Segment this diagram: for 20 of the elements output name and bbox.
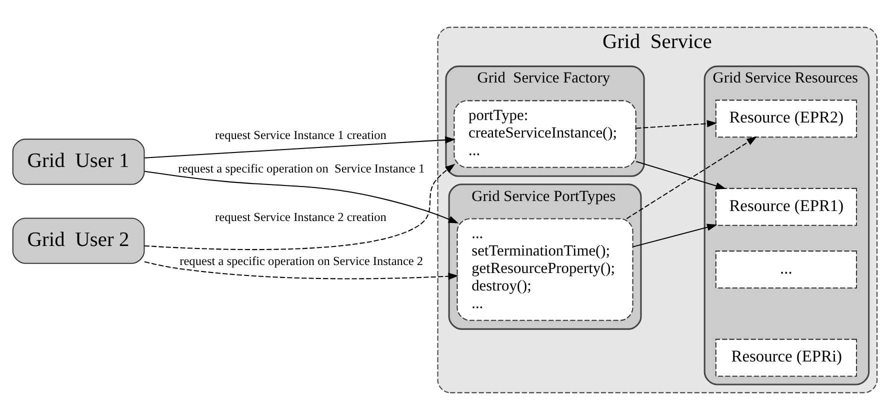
node-box: ... setTerminationTime(); getResourceProperty(); destroy(); ... <box>456 218 634 320</box>
arrow <box>144 163 456 250</box>
node-box: ... <box>715 250 858 288</box>
node-box: Resource (EPRi) <box>715 338 858 376</box>
arrow <box>144 136 456 158</box>
arrow <box>632 223 718 247</box>
arrow <box>626 136 758 219</box>
arrow <box>636 120 718 128</box>
edge-label: request a specific operation on Service Instance 1 <box>178 161 425 176</box>
arrow <box>144 260 459 280</box>
edge-label: request a specific operation on Service Instance 2 <box>180 254 424 268</box>
arrow <box>636 160 726 189</box>
node-box: portType: createServiceInstance(); ... <box>454 100 636 168</box>
node-box: Grid User 1 <box>12 138 145 184</box>
arrow <box>144 170 459 223</box>
edge-label: request Service Instance 1 creation <box>215 127 386 142</box>
node-box: Resource (EPR1) <box>715 187 858 226</box>
node-box: Grid User 2 <box>12 217 145 264</box>
edge-label: request Service Instance 2 creation <box>215 209 386 224</box>
node-box: Resource (EPR2) <box>715 99 858 138</box>
